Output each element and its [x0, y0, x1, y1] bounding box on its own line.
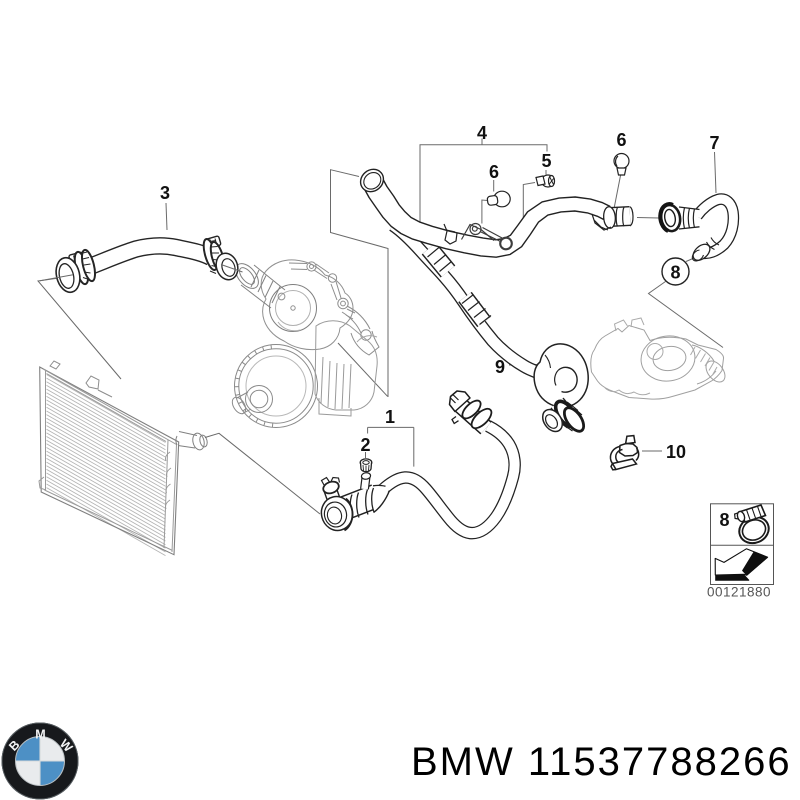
svg-text:6: 6: [489, 162, 499, 182]
svg-text:6: 6: [616, 130, 626, 150]
svg-text:4: 4: [477, 123, 487, 143]
svg-text:M: M: [35, 728, 45, 742]
svg-text:3: 3: [160, 183, 170, 203]
svg-text:10: 10: [666, 442, 686, 462]
svg-text:9: 9: [495, 357, 505, 377]
svg-text:2: 2: [360, 435, 370, 455]
svg-text:7: 7: [709, 133, 719, 153]
svg-text:1: 1: [385, 407, 395, 427]
svg-text:8: 8: [670, 263, 680, 283]
svg-text:BMW 11537788266: BMW 11537788266: [411, 740, 792, 784]
svg-text:5: 5: [541, 151, 551, 171]
svg-text:8: 8: [719, 510, 729, 530]
svg-text:00121880: 00121880: [707, 585, 771, 600]
